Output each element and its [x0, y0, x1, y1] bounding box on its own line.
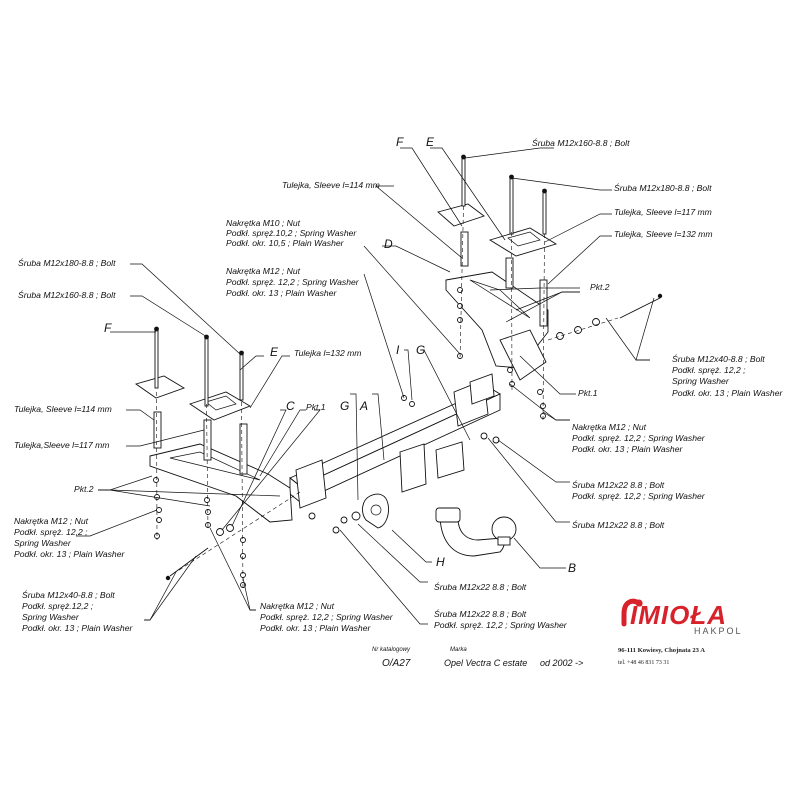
label-sleeve-132-left: Tulejka l=132 mm: [294, 348, 361, 358]
label-nut-m12-r-3: Podkł. okr. 13 ; Plain Washer: [572, 444, 683, 454]
label-nut-m12-l-2: Podkł. spręż. 12,2 ;: [14, 527, 88, 537]
label-bolt-160-top: Śruba M12x160-8.8 ; Bolt: [532, 137, 630, 148]
part-letter-a: A: [359, 399, 368, 413]
label-bolt-40-l-3: Spring Washer: [22, 612, 80, 622]
catalog-year: od 2002 ->: [540, 658, 583, 668]
label-bolt-40-right-2: Podkł. spręż. 12,2 ;: [672, 365, 746, 375]
brand-sub: HAKPOL: [694, 626, 743, 636]
label-bolt-40-right-1: Śruba M12x40-8.8 ; Bolt: [672, 353, 765, 364]
catalog-nr-value: O/A27: [382, 658, 411, 669]
callout-labels: Śruba M12x160-8.8 ; Bolt Śruba M12x180-8…: [14, 137, 783, 633]
left-bracket-c: [149, 443, 293, 523]
part-letter-f-left: F: [104, 321, 112, 335]
left-plates: [134, 326, 252, 475]
label-sleeve-114-top: Tulejka, Sleeve l=114 mm: [282, 180, 380, 190]
label-bolt-22-a: Śruba M12x22 8.8 ; Bolt: [434, 581, 527, 592]
part-letter-d: D: [384, 237, 393, 251]
label-nut-m12-r-1: Nakrętka M12 ; Nut: [572, 422, 647, 432]
label-bolt-40-l-4: Podkł. okr. 13 ; Plain Washer: [22, 623, 133, 633]
part-letter-g-left: G: [340, 399, 349, 413]
label-nut-m12-l-4: Podkł. okr. 13 ; Plain Washer: [14, 549, 125, 559]
part-letter-b: B: [568, 561, 576, 575]
brand-tel: tel. +48 46 831 73 31: [618, 660, 669, 666]
label-sleeve-132-top: Tulejka, Sleeve l=132 mm: [614, 229, 712, 239]
label-bolt-22-b2: Podkł. spręż. 12,2 ; Spring Washer: [572, 491, 706, 501]
part-letter-c: C: [286, 399, 295, 413]
brand-name: IMIOŁA: [630, 600, 727, 630]
part-letter-e-right: E: [426, 135, 435, 149]
label-nut-m12-l-3: Spring Washer: [14, 538, 72, 548]
label-nut-m10-2: Podkł. spręż.10,2 ; Spring Washer: [226, 228, 357, 238]
label-nut-m12-2: Podkł. spręż. 12,2 ; Spring Washer: [226, 277, 360, 287]
tow-ball-b: [435, 507, 517, 557]
brand-address: 96-111 Kowiesy, Chojnata 23 A: [618, 647, 705, 654]
catalog-info: Nr katalogowy O/A27 Marka Opel Vectra C …: [372, 647, 583, 669]
label-nut-m12-b-3: Podkł. okr. 13 ; Plain Washer: [260, 623, 371, 633]
crossbar-a: [289, 373, 501, 509]
right-plates: [437, 154, 558, 327]
label-nut-m10-1: Nakrętka M10 ; Nut: [226, 218, 301, 228]
catalog-marka-value: Opel Vectra C estate: [444, 658, 527, 668]
label-nut-m12-1: Nakrętka M12 ; Nut: [226, 266, 301, 276]
label-nut-m12-b-2: Podkł. spręż. 12,2 ; Spring Washer: [260, 612, 394, 622]
part-letter-g-right: G: [416, 343, 425, 357]
imiola-logo: IMIOŁA HAKPOL 96-111 Kowiesy, Chojnata 2…: [618, 598, 743, 666]
part-letter-e-left: E: [270, 345, 279, 359]
label-bolt-40-right-3: Spring Washer: [672, 376, 730, 386]
label-bolt-22-c: Śruba M12x22 8.8 ; Bolt: [572, 519, 665, 530]
label-bolt-22-d2: Podkł. spręż. 12,2 ; Spring Washer: [434, 620, 568, 630]
leader-lines: [76, 147, 655, 625]
label-sleeve-114-left: Tulejka, Sleeve l=114 mm: [14, 404, 112, 414]
label-bolt-180-top: Śruba M12x180-8.8 ; Bolt: [614, 182, 712, 193]
part-letter-h: H: [436, 555, 445, 569]
label-bolt-22-b1: Śruba M12x22 8.8 ; Bolt: [572, 479, 665, 490]
part-letter-f-right: F: [396, 135, 404, 149]
label-bolt-180-left: Śruba M12x180-8.8 ; Bolt: [18, 257, 116, 268]
label-bolt-22-d1: Śruba M12x22 8.8 ; Bolt: [434, 608, 527, 619]
label-pkt2-right: Pkt.2: [590, 282, 610, 292]
label-bolt-40-l-1: Śruba M12x40-8.8 ; Bolt: [22, 589, 115, 600]
catalog-nr-label: Nr katalogowy: [372, 647, 411, 653]
label-pkt2-left: Pkt.2: [74, 484, 94, 494]
label-nut-m10-3: Podkł. okr. 10,5 ; Plain Washer: [226, 238, 345, 248]
label-pkt1-right: Pkt.1: [578, 388, 598, 398]
alignment-lines: [156, 205, 619, 591]
label-nut-m12-l-1: Nakrętka M12 ; Nut: [14, 516, 89, 526]
label-pkt1-left: Pkt.1: [306, 402, 326, 412]
label-nut-m12-3: Podkł. okr. 13 ; Plain Washer: [226, 288, 337, 298]
label-nut-m12-b-1: Nakrętka M12 ; Nut: [260, 601, 335, 611]
socket-bracket-h: [340, 493, 389, 529]
label-sleeve-117-left: Tulejka,Sleeve l=117 mm: [14, 440, 109, 450]
label-bolt-40-l-2: Podkł. spręż.12,2 ;: [22, 601, 94, 611]
label-sleeve-117-top: Tulejka, Sleeve l=117 mm: [614, 207, 712, 217]
catalog-marka-label: Marka: [450, 647, 467, 653]
part-letters: F E D F E C G A I G H B: [104, 135, 576, 575]
part-letter-i: I: [396, 343, 400, 357]
label-bolt-40-right-4: Podkł. okr. 13 ; Plain Washer: [672, 388, 783, 398]
label-bolt-160-left: Śruba M12x160-8.8 ; Bolt: [18, 289, 116, 300]
right-bracket-d: [445, 271, 549, 381]
label-nut-m12-r-2: Podkł. spręż. 12,2 ; Spring Washer: [572, 433, 706, 443]
